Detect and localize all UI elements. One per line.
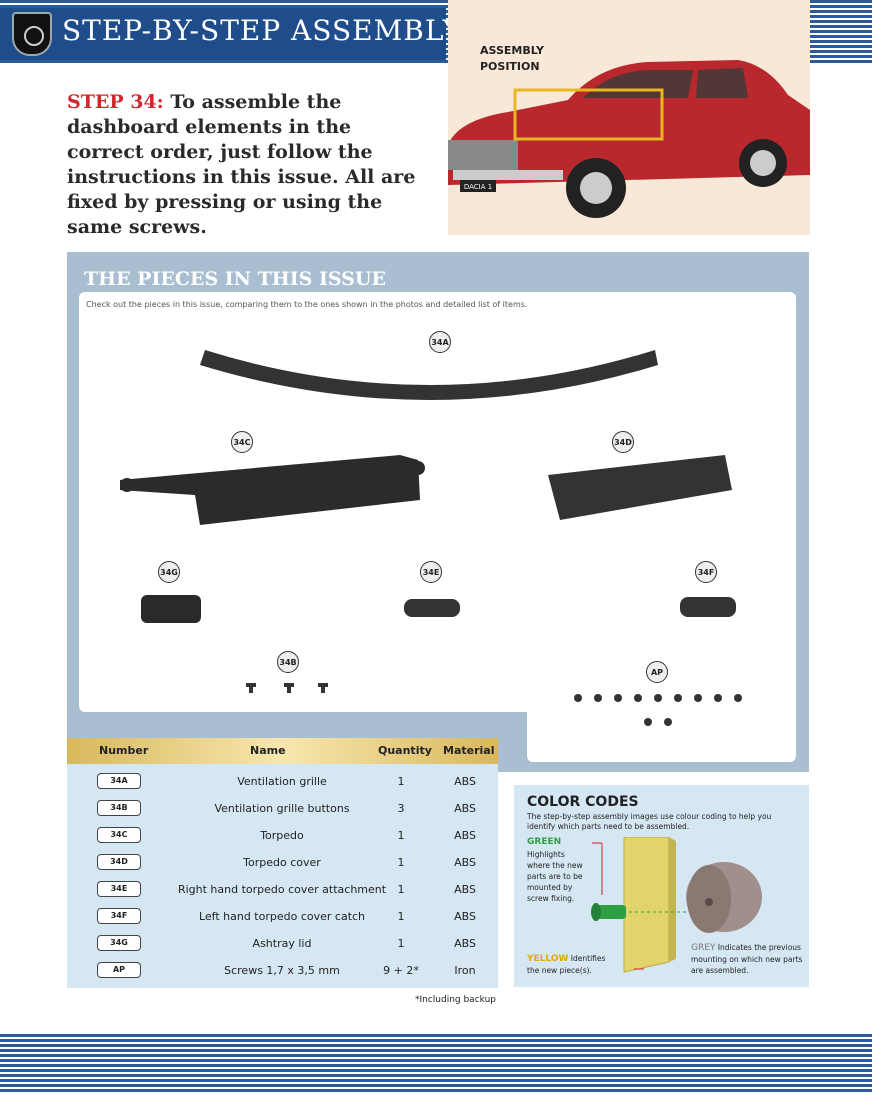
row-quantity: 1 — [397, 856, 405, 869]
torpedo-image — [120, 455, 420, 525]
pieces-title: THE PIECES IN THIS ISSUE — [84, 268, 386, 290]
badge-34e: 34E — [420, 561, 442, 583]
table-footnote: *Including backup — [414, 995, 496, 1005]
row-material: ABS — [454, 910, 476, 923]
row-name: Ventilation grille — [237, 775, 327, 788]
badge-34f: 34F — [695, 561, 717, 583]
left-catch-image — [680, 597, 736, 617]
row-material: ABS — [454, 775, 476, 788]
table-row: 34D Torpedo cover 1 ABS — [67, 849, 498, 876]
col-name: Name — [250, 744, 286, 757]
pieces-illustration — [120, 350, 742, 726]
header-bar — [0, 8, 446, 60]
row-material: ABS — [454, 829, 476, 842]
row-name: Torpedo — [260, 829, 304, 842]
yellow-text: Identifies the new piece(s). — [527, 954, 606, 975]
row-name: Torpedo cover — [243, 856, 321, 869]
page-title: STEP-BY-STEP ASSEMBLY — [62, 14, 463, 47]
screws-image — [574, 694, 742, 726]
parts-table: Number Name Quantity Material 34A Ventila… — [67, 738, 498, 988]
ventilation-grille-image — [200, 350, 658, 400]
assembly-position-label: ASSEMBLY POSITION — [480, 43, 590, 75]
row-quantity: 1 — [397, 937, 405, 950]
row-material: ABS — [454, 883, 476, 896]
color-codes-panel: COLOR CODES The step-by-step assembly im… — [514, 785, 809, 987]
ashtray-lid-image — [141, 595, 201, 623]
table-row: 34E Right hand torpedo cover attachment 1 A… — [67, 876, 498, 903]
row-code: AP — [97, 962, 141, 978]
row-code: 34F — [97, 908, 141, 924]
col-material: Material — [443, 744, 495, 757]
grey-label: GREY — [691, 943, 716, 953]
table-row: 34B Ventilation grille buttons 3 ABS — [67, 795, 498, 822]
table-row: 34G Ashtray lid 1 ABS — [67, 930, 498, 957]
badge-34g: 34G — [158, 561, 180, 583]
torpedo-cover-image — [548, 455, 732, 520]
table-row: 34A Ventilation grille 1 ABS — [67, 768, 498, 795]
footer-stripes — [0, 1034, 872, 1094]
row-code: 34C — [97, 827, 141, 843]
row-name: Right hand torpedo cover attachment — [177, 883, 387, 896]
row-code: 34A — [97, 773, 141, 789]
badge-ap: AP — [646, 661, 668, 683]
pieces-subtitle: Check out the pieces in this issue, comp… — [86, 300, 528, 309]
badge-34c: 34C — [231, 431, 253, 453]
row-quantity: 1 — [397, 775, 405, 788]
badge-34a: 34A — [429, 331, 451, 353]
table-header: Number Name Quantity Material — [67, 738, 498, 764]
row-quantity: 3 — [397, 802, 405, 815]
yellow-legend: YELLOW Identifies the new piece(s). — [527, 953, 617, 976]
grille-buttons-image — [246, 683, 328, 693]
grey-legend: GREY Indicates the previous mounting on … — [691, 942, 806, 976]
color-codes-diagram — [591, 837, 762, 973]
car-badge: DACIA 1 — [464, 183, 492, 191]
row-quantity: 1 — [397, 883, 405, 896]
assembly-label-line1: ASSEMBLY — [480, 44, 544, 57]
dacia-logo-icon — [12, 12, 52, 56]
assembly-label-line2: POSITION — [480, 60, 540, 73]
row-code: 34D — [97, 854, 141, 870]
col-number: Number — [99, 744, 149, 757]
row-name: Ashtray lid — [252, 937, 312, 950]
right-attachment-image — [404, 599, 460, 617]
step-number: STEP 34: — [67, 91, 164, 113]
row-material: Iron — [454, 964, 476, 977]
row-quantity: 1 — [397, 910, 405, 923]
badge-34d: 34D — [612, 431, 634, 453]
table-row: AP Screws 1,7 x 3,5 mm 9 + 2* Iron — [67, 957, 498, 984]
row-code: 34B — [97, 800, 141, 816]
badge-34b: 34B — [277, 651, 299, 673]
row-name: Screws 1,7 x 3,5 mm — [224, 964, 340, 977]
row-material: ABS — [454, 856, 476, 869]
row-name: Ventilation grille buttons — [214, 802, 350, 815]
row-code: 34G — [97, 935, 141, 951]
color-codes-title: COLOR CODES — [527, 794, 639, 810]
row-material: ABS — [454, 937, 476, 950]
yellow-label: YELLOW — [527, 954, 569, 964]
table-row: 34C Torpedo 1 ABS — [67, 822, 498, 849]
step-text: To assemble the dashboard elements in th… — [67, 91, 416, 238]
green-text: Highlights where the new parts are to be… — [527, 850, 583, 903]
row-quantity: 9 + 2* — [383, 964, 419, 977]
color-codes-description: The step-by-step assembly images use col… — [527, 812, 772, 831]
row-quantity: 1 — [397, 829, 405, 842]
col-quantity: Quantity — [378, 744, 432, 757]
green-label: GREEN — [527, 837, 562, 847]
row-material: ABS — [454, 802, 476, 815]
row-code: 34E — [97, 881, 141, 897]
table-row: 34F Left hand torpedo cover catch 1 ABS — [67, 903, 498, 930]
assembly-position-panel: DACIA 1 — [448, 0, 810, 235]
row-name: Left hand torpedo cover catch — [198, 910, 366, 923]
pieces-area-extension — [527, 700, 796, 762]
car-illustration: DACIA 1 — [448, 60, 810, 218]
grey-text: Indicates the previous mounting on which… — [691, 943, 803, 975]
step-intro: STEP 34: To assemble the dashboard eleme… — [67, 90, 417, 240]
